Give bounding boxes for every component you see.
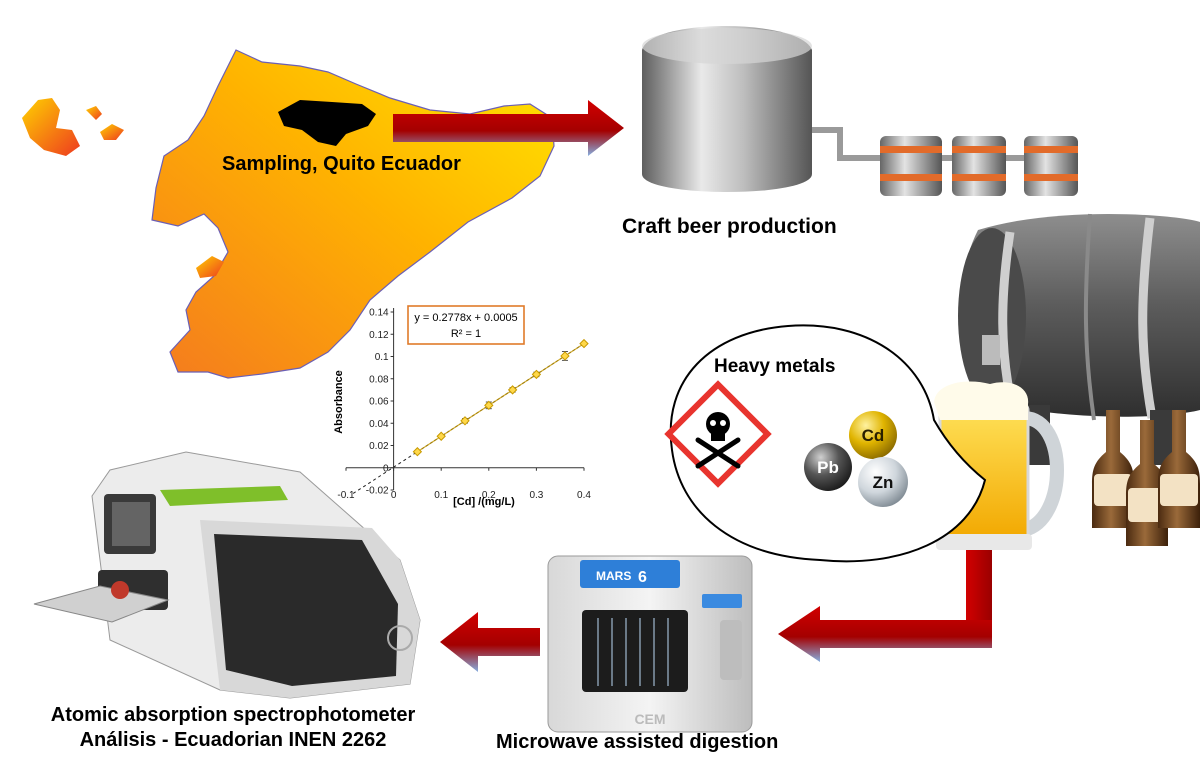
chart-x-axis-label: [Cd] /(mg/L) bbox=[453, 496, 515, 508]
chart-data-point bbox=[460, 416, 470, 426]
arrow-to-spectrophotometer bbox=[440, 612, 540, 672]
equation-box bbox=[407, 305, 525, 345]
chart-x-tick-label: -0.1 bbox=[337, 490, 355, 501]
hazard-symbol-icon bbox=[664, 380, 772, 488]
microwave-label: Microwave assisted digestion bbox=[496, 731, 779, 753]
chart-y-tick-label: 0.1 bbox=[375, 352, 389, 363]
chart-x-tick-label: 0.2 bbox=[482, 490, 496, 501]
chart-data-point bbox=[560, 351, 570, 361]
chart-y-tick-label: 0.08 bbox=[369, 374, 389, 385]
chart-points bbox=[412, 338, 589, 457]
chart-trendline-overlay bbox=[417, 343, 585, 453]
arrow-to-microwave bbox=[778, 550, 992, 662]
element-label: Cd bbox=[862, 426, 885, 445]
brewing-tank bbox=[642, 26, 1026, 192]
chart-data-point bbox=[579, 338, 589, 349]
element-label: Pb bbox=[817, 458, 839, 477]
chart-axes bbox=[346, 308, 584, 490]
chart-x-tick-label: 0.4 bbox=[577, 490, 591, 501]
chart-y-tick-label: -0.02 bbox=[366, 486, 389, 497]
chart-x-tick-label: 0.3 bbox=[529, 490, 543, 501]
mars-number-text: 6 bbox=[638, 569, 647, 586]
heavy-metals-title: Heavy metals bbox=[714, 356, 835, 377]
zinc-sphere bbox=[858, 457, 908, 507]
spectrophotometer-label: Atomic absorption spectrophotometer Anál… bbox=[8, 703, 458, 753]
chart-trendline-extrapolation bbox=[352, 451, 418, 494]
mars-brand-text: MARS bbox=[596, 569, 631, 583]
chart-data-point bbox=[531, 369, 542, 380]
chart-y-tick-label: 0.04 bbox=[369, 419, 389, 430]
microwave-digestion-unit: MARS 6 CEM bbox=[547, 555, 753, 733]
chart-y-tick-label: 0.14 bbox=[369, 308, 389, 319]
puna-island bbox=[196, 256, 224, 278]
chart-data-point bbox=[436, 431, 446, 441]
sampling-label: Sampling, Quito Ecuador bbox=[222, 153, 461, 175]
chart-y-tick-label: 0.12 bbox=[369, 330, 389, 341]
craft-beer-label: Craft beer production bbox=[622, 215, 837, 238]
chart-r-squared: R² = 1 bbox=[451, 328, 481, 340]
element-spheres: Cd Pb Zn bbox=[804, 411, 908, 507]
galapagos-island-3 bbox=[100, 124, 124, 140]
spectrophotometer bbox=[33, 451, 421, 699]
chart-x-tick-label: 0 bbox=[391, 490, 397, 501]
kegs bbox=[880, 136, 1078, 196]
lead-sphere bbox=[804, 443, 852, 491]
galapagos-island-2 bbox=[86, 106, 102, 120]
cadmium-sphere bbox=[849, 411, 897, 459]
chart-equation: y = 0.2778x + 0.0005 bbox=[414, 312, 517, 324]
chart-trendline bbox=[352, 343, 585, 494]
chart-y-tick-label: 0 bbox=[383, 463, 389, 474]
cem-logo-text: CEM bbox=[634, 711, 665, 727]
element-label: Zn bbox=[873, 473, 894, 492]
chart-data-point bbox=[507, 385, 518, 395]
galapagos-island-1 bbox=[22, 98, 80, 156]
spectrophotometer-label-line2: Análisis - Ecuadorian INEN 2262 bbox=[79, 729, 387, 751]
quito-sampling-region bbox=[278, 100, 376, 146]
chart-data-point bbox=[412, 447, 423, 457]
chart-x-tick-label: 0.1 bbox=[434, 490, 448, 501]
chart-y-tick-label: 0.02 bbox=[369, 441, 389, 452]
beer-bottles bbox=[1092, 410, 1200, 546]
spectrophotometer-label-line1: Atomic absorption spectrophotometer bbox=[50, 704, 416, 726]
chart-y-axis-label: Absorbance bbox=[333, 370, 345, 434]
chart-y-tick-label: 0.06 bbox=[369, 397, 389, 408]
arrow-to-craft-beer bbox=[393, 100, 624, 156]
chart-data-point bbox=[484, 400, 494, 411]
